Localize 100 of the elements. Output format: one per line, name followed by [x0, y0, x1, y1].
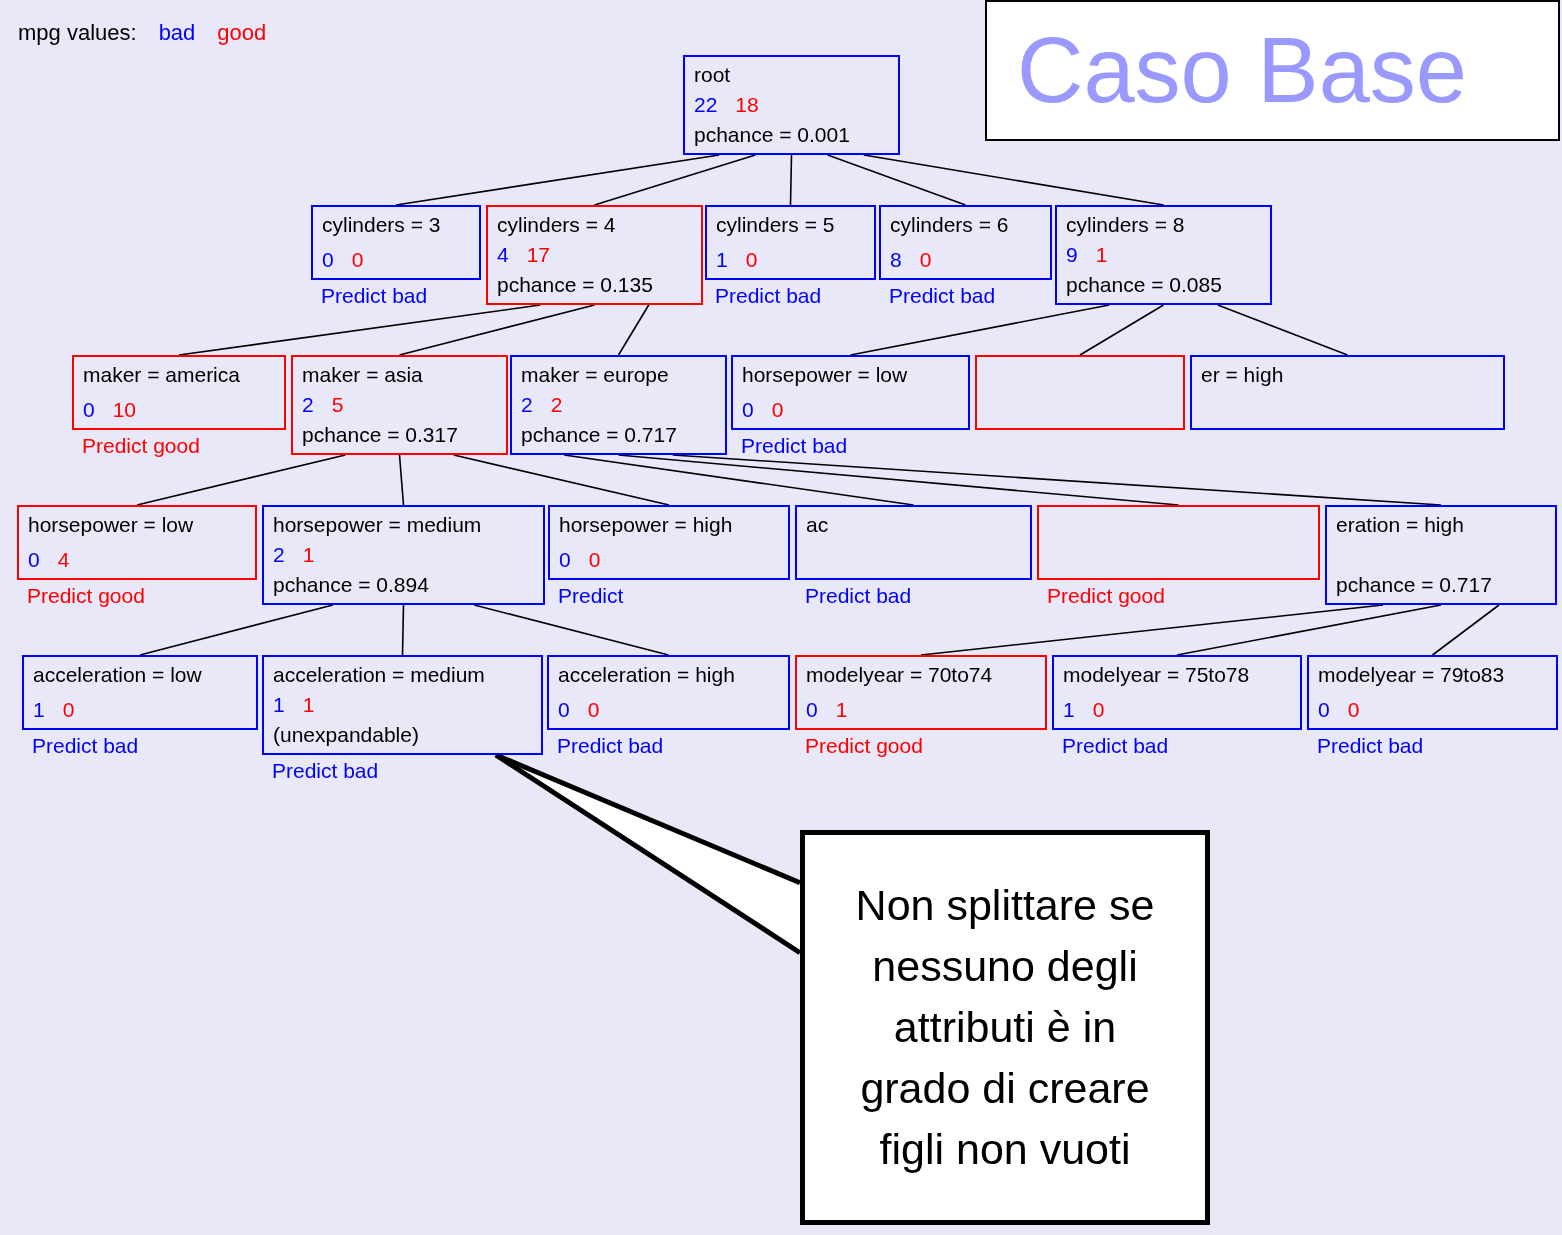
tree-node-box	[486, 205, 703, 305]
branch-line	[452, 454, 670, 506]
tree-node-box	[311, 205, 481, 280]
branch-line	[789, 154, 793, 206]
class-count: 0	[1318, 697, 1330, 723]
prediction-label: Predict bad	[1062, 734, 1169, 758]
class-count: 0	[558, 697, 570, 723]
node-note: pchance = 0.085	[1066, 272, 1222, 298]
prediction-label: Predict good	[1047, 584, 1165, 608]
tree-node-box	[510, 355, 727, 455]
node-note: pchance = 0.717	[521, 422, 677, 448]
tree-node-box	[1037, 505, 1320, 580]
branch-line	[593, 154, 757, 206]
split-condition: cylinders = 8	[1066, 212, 1185, 238]
split-condition: ac	[806, 512, 829, 538]
legend-caption: mpg values:	[18, 20, 137, 46]
class-count: 0	[771, 397, 784, 423]
tree-node-box	[795, 655, 1047, 730]
split-condition: modelyear = 70to74	[806, 662, 993, 688]
tree-node-box	[683, 55, 900, 155]
node-note: pchance = 0.001	[694, 122, 850, 148]
split-condition: horsepower = medium	[273, 512, 482, 538]
tree-node-box	[1055, 205, 1272, 305]
split-condition: maker = europe	[521, 362, 669, 388]
split-condition: root	[694, 62, 731, 88]
legend-entry: bad	[158, 20, 196, 46]
branch-line	[139, 604, 334, 656]
class-count: 18	[735, 92, 759, 118]
tree-node-box	[291, 355, 508, 455]
tree-node-box	[705, 205, 876, 280]
split-condition: acceleration = low	[33, 662, 202, 688]
class-count: 1	[302, 692, 315, 718]
tree-node-box	[548, 505, 790, 580]
tree-node-box	[262, 505, 545, 605]
branch-line	[395, 154, 720, 206]
class-count: 2	[521, 392, 533, 418]
split-condition: modelyear = 75to78	[1063, 662, 1250, 688]
branch-line	[136, 454, 347, 506]
class-count: 1	[835, 697, 848, 723]
node-note: pchance = 0.717	[1336, 572, 1492, 598]
class-count: 5	[331, 392, 344, 418]
split-condition: cylinders = 4	[497, 212, 616, 238]
class-count: 0	[62, 697, 75, 723]
split-condition: eration = high	[1336, 512, 1464, 538]
tree-node-box	[731, 355, 970, 430]
branch-line	[1216, 304, 1349, 356]
class-count: 1	[33, 697, 45, 723]
class-count: 4	[57, 547, 70, 573]
class-count: 1	[1095, 242, 1108, 268]
prediction-label: Predict bad	[805, 584, 912, 608]
class-count: 2	[302, 392, 314, 418]
split-condition: er = high	[1201, 362, 1284, 388]
class-count: 0	[745, 247, 758, 273]
branch-line	[920, 604, 1384, 656]
title: Caso Base	[985, 0, 1560, 141]
tree-node-box	[1052, 655, 1302, 730]
prediction-label: Predict bad	[741, 434, 848, 458]
class-count: 0	[919, 247, 932, 273]
tree-node-box	[17, 505, 257, 580]
class-count: 0	[351, 247, 364, 273]
split-condition: cylinders = 3	[322, 212, 441, 238]
branch-line	[473, 604, 670, 656]
tree-node-box	[879, 205, 1052, 280]
node-note: pchance = 0.894	[273, 572, 429, 598]
prediction-label: Predict good	[805, 734, 923, 758]
callout-text: Non splittare se nessuno degli attributi è in grado di creare figli non vuoti	[854, 880, 1156, 1175]
class-count: 0	[587, 697, 600, 723]
split-condition: acceleration = high	[558, 662, 735, 688]
split-condition: horsepower = high	[559, 512, 733, 538]
tree-node-box	[1190, 355, 1505, 430]
tree-node-box	[975, 355, 1185, 430]
class-count: 22	[694, 92, 718, 118]
split-condition: acceleration = medium	[273, 662, 485, 688]
class-count: 1	[302, 542, 315, 568]
branch-line	[1079, 304, 1165, 356]
node-note: pchance = 0.317	[302, 422, 458, 448]
prediction-label: Predict good	[27, 584, 145, 608]
prediction-label: Predict bad	[557, 734, 664, 758]
prediction-label: Predict bad	[272, 759, 379, 783]
class-count: 0	[28, 547, 40, 573]
class-count: 10	[112, 397, 137, 423]
class-count: 0	[1347, 697, 1360, 723]
callout-box	[800, 830, 1210, 1225]
tree-node-box	[22, 655, 258, 730]
branch-line	[1431, 604, 1500, 656]
class-count: 0	[1092, 697, 1105, 723]
tree-node-box	[1307, 655, 1558, 730]
split-condition: modelyear = 79to83	[1318, 662, 1505, 688]
branch-line	[398, 304, 596, 356]
split-condition: horsepower = low	[742, 362, 908, 388]
branch-line	[401, 604, 405, 656]
branch-line	[1176, 604, 1442, 656]
split-condition: horsepower = low	[28, 512, 194, 538]
prediction-label: Predict good	[82, 434, 200, 458]
split-condition: cylinders = 5	[716, 212, 835, 238]
class-count: 1	[1063, 697, 1075, 723]
class-count: 0	[742, 397, 754, 423]
tree-node-box	[1325, 505, 1557, 605]
class-count: 2	[273, 542, 285, 568]
prediction-label: Predict	[558, 584, 624, 608]
